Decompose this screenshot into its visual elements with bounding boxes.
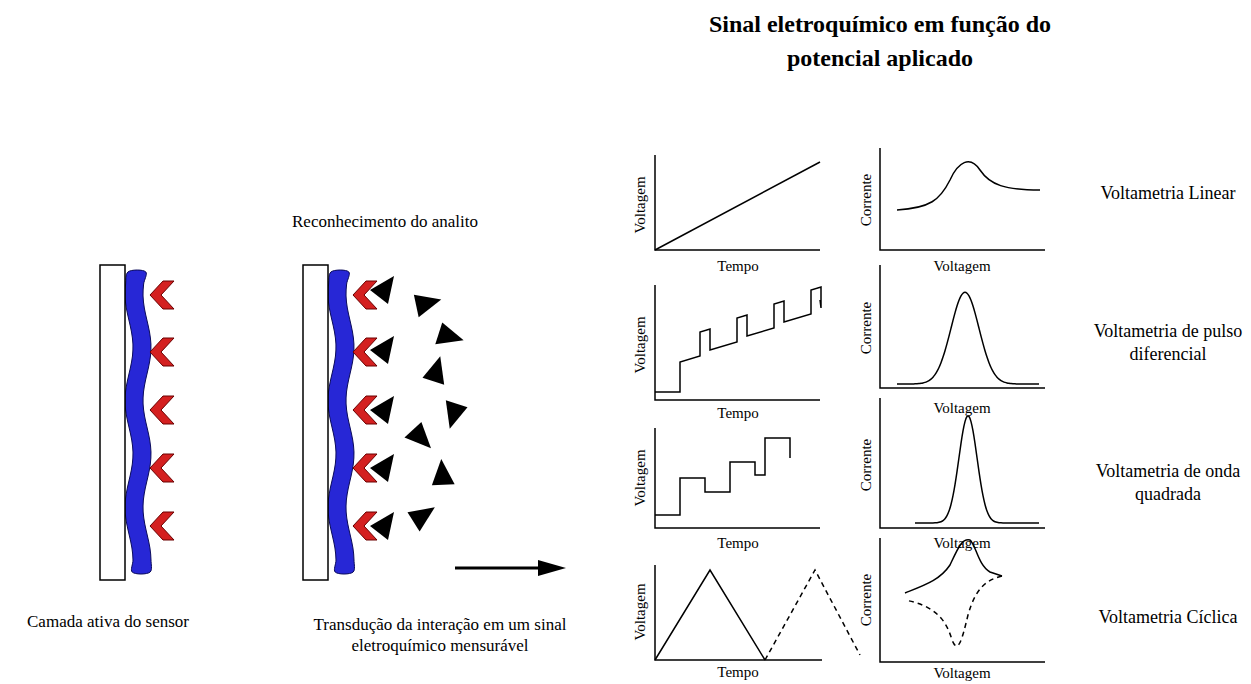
analyte-molecule bbox=[423, 459, 459, 496]
figure-title: Sinal eletroquímico em função do potenci… bbox=[670, 8, 1090, 75]
panel-label: Reconhecimento do analito bbox=[292, 211, 478, 232]
receptor-chevron bbox=[150, 281, 174, 309]
analyte-molecule bbox=[440, 394, 472, 429]
panel-label: Camada ativa do sensor bbox=[27, 611, 189, 632]
generated-shapes bbox=[125, 270, 1039, 574]
axis-label: Tempo bbox=[717, 534, 758, 553]
axis-label: Voltagem bbox=[933, 664, 990, 683]
analyte-molecule bbox=[370, 336, 394, 364]
analyte-molecule bbox=[405, 284, 441, 321]
receptor-chevron bbox=[150, 512, 174, 540]
axis-label: Tempo bbox=[717, 257, 758, 276]
axis-label: Tempo bbox=[717, 663, 758, 682]
plot-curves bbox=[655, 162, 1040, 660]
axis bbox=[880, 265, 1045, 388]
axis-label: Corrente bbox=[857, 439, 876, 491]
arrow-shaft bbox=[455, 567, 540, 570]
square-wave-peak bbox=[915, 416, 1039, 523]
axis-label: Voltagem bbox=[933, 534, 990, 553]
receptor-chevron bbox=[150, 338, 174, 366]
axis-label: Voltagem bbox=[631, 176, 650, 233]
axis bbox=[880, 148, 1045, 250]
linear-sweep-curve bbox=[897, 162, 1040, 210]
axis-label: Voltagem bbox=[631, 583, 650, 640]
cyclic-ramp-return bbox=[765, 570, 860, 660]
technique-name: Voltametria Linear bbox=[1098, 182, 1238, 205]
electrode bbox=[100, 265, 125, 580]
axis bbox=[880, 398, 1045, 528]
plot-axes bbox=[655, 148, 1045, 662]
linear-ramp bbox=[655, 162, 820, 250]
analyte-molecule bbox=[370, 512, 394, 540]
axis bbox=[655, 285, 820, 400]
panel-label: Transdução da interação em um sinal elet… bbox=[275, 614, 605, 657]
axis-label: Corrente bbox=[857, 574, 876, 626]
technique-name: Voltametria Cíclica bbox=[1098, 606, 1238, 629]
analyte-molecule bbox=[418, 356, 450, 391]
technique-name: Voltametria de onda quadrada bbox=[1093, 460, 1243, 505]
pulse-signal bbox=[655, 287, 821, 392]
analyte-molecule bbox=[403, 420, 435, 448]
receptor-chevron bbox=[150, 454, 174, 482]
axis-label: Corrente bbox=[857, 174, 876, 226]
receptor-chevron bbox=[150, 396, 174, 424]
electrode bbox=[303, 265, 328, 580]
axis-label: Corrente bbox=[857, 302, 876, 354]
analyte-molecule bbox=[370, 454, 394, 482]
recognition-layer bbox=[125, 270, 151, 574]
process-arrow bbox=[455, 560, 566, 576]
analyte-molecule bbox=[403, 499, 435, 534]
pulse-peak bbox=[897, 292, 1039, 384]
cyclic-reverse-curve bbox=[905, 576, 1002, 646]
square-wave-signal bbox=[655, 438, 790, 515]
axis bbox=[655, 155, 820, 250]
receptor-chevron bbox=[353, 281, 377, 309]
cyclic-ramp bbox=[655, 570, 765, 660]
axis bbox=[655, 428, 820, 528]
axis bbox=[655, 565, 822, 660]
analyte-molecule bbox=[370, 396, 394, 424]
axis-label: Tempo bbox=[717, 404, 758, 423]
axis-label: Voltagem bbox=[933, 257, 990, 276]
technique-name: Voltametria de pulso diferencial bbox=[1093, 320, 1243, 365]
axis-label: Voltagem bbox=[933, 399, 990, 418]
sensor-panels bbox=[100, 265, 328, 580]
axis bbox=[880, 538, 1045, 662]
recognition-layer bbox=[328, 270, 354, 574]
arrow-head bbox=[538, 560, 566, 576]
axis-label: Voltagem bbox=[631, 316, 650, 373]
analyte-molecule bbox=[429, 318, 464, 350]
analyte-molecule bbox=[370, 276, 394, 304]
axis-label: Voltagem bbox=[631, 449, 650, 506]
